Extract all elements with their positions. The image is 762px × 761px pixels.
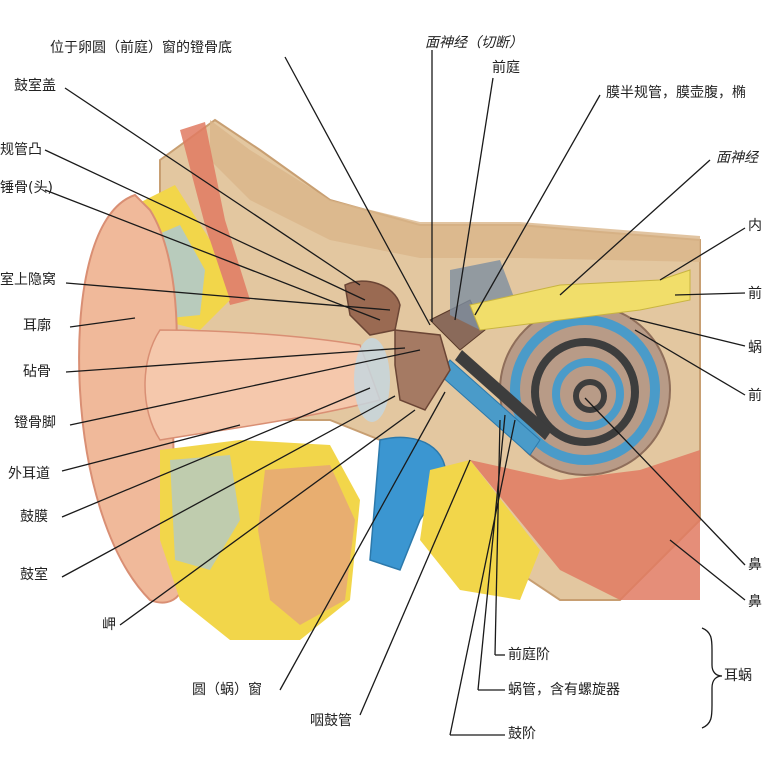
cochlea-bracket xyxy=(701,627,723,729)
label-oval-window-stapes-base: 位于卵圆（前庭）窗的镫骨底 xyxy=(50,40,232,56)
upper-bone-band xyxy=(210,120,700,262)
label-external-canal: 外耳道 xyxy=(8,466,50,482)
label-stapes-crus: 镫骨脚 xyxy=(14,415,56,431)
temporal-muscle xyxy=(180,122,250,305)
label-incus: 砧骨 xyxy=(23,364,51,380)
external-canal-shape xyxy=(144,329,381,441)
label-cochlear-duct: 蜗管，含有螺旋器 xyxy=(508,682,620,698)
label-nasal-1: 鼻 xyxy=(748,557,762,573)
label-promontory: 岬 xyxy=(102,617,116,633)
label-canal-prominence: 规管凸 xyxy=(0,142,42,158)
label-malleus-head: 锤骨(头) xyxy=(0,180,53,196)
lower-air-cells xyxy=(170,455,240,570)
label-nasal-2: 鼻 xyxy=(748,594,762,610)
label-vestibule: 前庭 xyxy=(492,60,520,76)
label-internal-right: 内 xyxy=(748,218,762,234)
label-facial-nerve-cut: 面神经（切断） xyxy=(425,35,523,51)
label-scala-tympani: 鼓阶 xyxy=(508,726,536,742)
basal-turn-dark xyxy=(455,350,552,440)
parotid-gland xyxy=(258,465,355,625)
label-scala-vestibuli: 前庭阶 xyxy=(508,647,550,663)
label-front-1: 前 xyxy=(748,286,762,302)
label-cochlea-bracket: 耳蜗 xyxy=(724,668,752,684)
label-tympanic-membrane: 鼓膜 xyxy=(20,509,48,525)
label-cochlear-right: 蜗 xyxy=(748,340,762,356)
facial-nerve-bundle xyxy=(469,269,691,331)
label-round-window: 圆（蜗）窗 xyxy=(192,682,262,698)
label-semicircular-ducts: 膜半规管，膜壶腹，椭 xyxy=(606,85,746,101)
label-eustachian-tube: 咽鼓管 xyxy=(310,713,352,729)
label-auricle: 耳廓 xyxy=(23,318,51,334)
label-facial-nerve-right: 面神经 xyxy=(716,150,758,166)
lower-right-fat xyxy=(420,460,540,600)
lower-muscle xyxy=(470,450,700,600)
internal-jugular-vein xyxy=(369,436,447,571)
leader-lines xyxy=(44,50,746,736)
incus-shape xyxy=(394,329,451,411)
label-epitympanic-recess: 室上隐窝 xyxy=(0,272,56,288)
label-tegmen-tympani: 鼓室盖 xyxy=(14,78,56,94)
label-front-2: 前 xyxy=(748,388,762,404)
label-tympanic-cavity: 鼓室 xyxy=(20,567,48,583)
